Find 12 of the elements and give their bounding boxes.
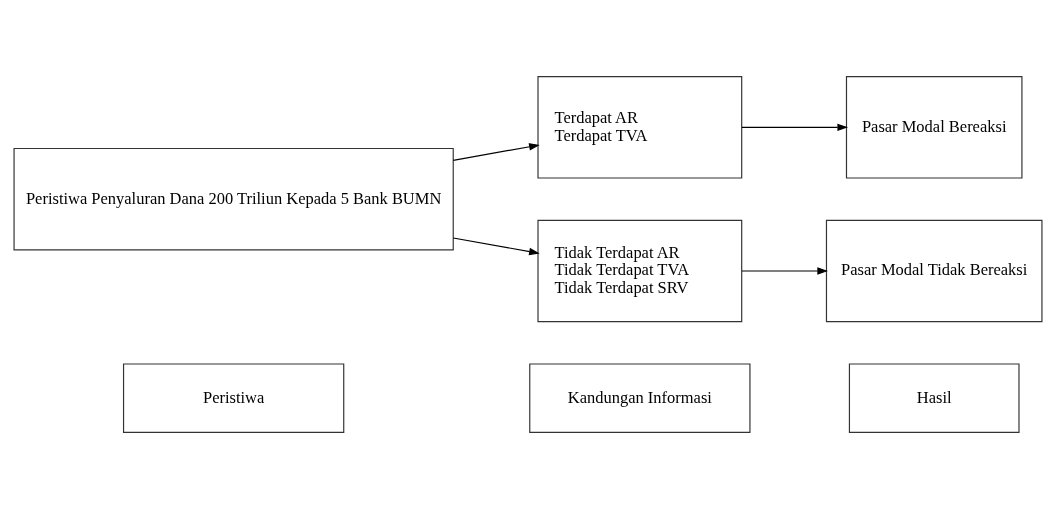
arrow bbox=[741, 123, 848, 131]
arrow bbox=[452, 142, 540, 161]
node-box: Kandungan Informasi bbox=[529, 362, 751, 433]
node-box: Peristiwa bbox=[122, 362, 345, 433]
node-box: Pasar Modal Tidak Bereaksi bbox=[825, 219, 1043, 322]
node-box: Peristiwa Penyaluran Dana 200 Triliun Kepada 5 Bank BUMN bbox=[13, 147, 454, 250]
node-box: Terdapat AR Terdapat TVA bbox=[537, 75, 743, 179]
node-box: Hasil bbox=[848, 362, 1020, 433]
arrow bbox=[741, 266, 828, 275]
node-box: Tidak Terdapat AR Tidak Terdapat TVA Tidak Terdapat SRV bbox=[537, 219, 743, 322]
node-box: Pasar Modal Bereaksi bbox=[845, 75, 1023, 179]
arrow bbox=[452, 236, 540, 255]
